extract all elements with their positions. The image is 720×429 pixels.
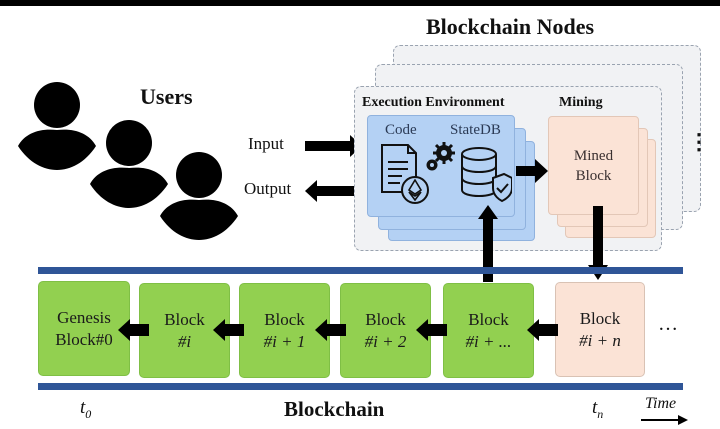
code-label: Code bbox=[385, 122, 417, 138]
output-arrow-icon bbox=[305, 180, 364, 202]
chain-rail-bottom bbox=[38, 383, 683, 390]
nodes-title: Blockchain Nodes bbox=[426, 14, 595, 39]
block-line1: Block bbox=[164, 309, 205, 329]
gears-icon bbox=[426, 142, 455, 171]
env-icons bbox=[381, 142, 512, 204]
block-line1: Block bbox=[264, 309, 305, 329]
chain-link-arrow-icon bbox=[118, 319, 149, 341]
top-border bbox=[0, 0, 720, 6]
statedb-label: StateDB bbox=[450, 122, 501, 138]
ethereum-icon bbox=[401, 176, 429, 204]
user-icon bbox=[160, 152, 238, 240]
to-mining-arrow-icon bbox=[516, 159, 548, 183]
block-line2: #i bbox=[177, 331, 192, 351]
execution-env-label: Execution Environment bbox=[362, 95, 505, 110]
block-line1: Block bbox=[468, 309, 509, 329]
chain-rail-top bbox=[38, 267, 683, 274]
chain-block: Block #i + 2 bbox=[340, 283, 431, 378]
block-line2: Block#0 bbox=[55, 329, 113, 349]
users-title: Users bbox=[140, 84, 193, 109]
block-line2: #i + 2 bbox=[364, 331, 407, 351]
user-icon bbox=[90, 120, 168, 208]
block-line2: #i + ... bbox=[465, 331, 512, 351]
mined-block-line2: Block bbox=[575, 167, 612, 184]
chain-block: Genesis Block#0 bbox=[38, 281, 130, 376]
block-line1: Genesis bbox=[57, 307, 111, 327]
time-axis-label: Time bbox=[645, 395, 677, 412]
mined-block-card: Mined Block bbox=[548, 116, 639, 215]
chain-to-statedb-arrow-icon bbox=[478, 205, 498, 282]
blockchain-title: Blockchain bbox=[284, 397, 385, 421]
chain-link-arrow-icon bbox=[213, 319, 244, 341]
more-nodes-icon: ⋮ bbox=[688, 129, 710, 154]
chain-link-arrow-icon bbox=[416, 319, 447, 341]
users-group-icon bbox=[18, 82, 238, 240]
new-chain-block: Block #i + n bbox=[555, 282, 645, 377]
block-line1: Block bbox=[365, 309, 406, 329]
chain-link-arrow-icon bbox=[527, 319, 558, 341]
output-label: Output bbox=[244, 179, 292, 198]
shield-check-icon bbox=[492, 172, 512, 203]
chain-block: Block #i + ... bbox=[443, 283, 534, 378]
block-line2: #i + n bbox=[579, 330, 621, 350]
env-card-front bbox=[367, 115, 515, 217]
block-line1: Block bbox=[579, 308, 621, 328]
more-blocks-ellipsis: … bbox=[658, 313, 678, 335]
chain-link-arrow-icon bbox=[315, 319, 346, 341]
mined-block-line1: Mined bbox=[573, 147, 614, 164]
time-start-label: t0 bbox=[80, 397, 92, 421]
chain-block: Block #i + 1 bbox=[239, 283, 330, 378]
input-label: Input bbox=[248, 134, 284, 153]
mining-label: Mining bbox=[559, 95, 603, 110]
time-end-label: tn bbox=[592, 397, 604, 421]
user-icon bbox=[18, 82, 96, 170]
block-line2: #i + 1 bbox=[263, 331, 306, 351]
time-arrow-icon bbox=[641, 415, 688, 425]
code-document-icon bbox=[381, 144, 417, 193]
